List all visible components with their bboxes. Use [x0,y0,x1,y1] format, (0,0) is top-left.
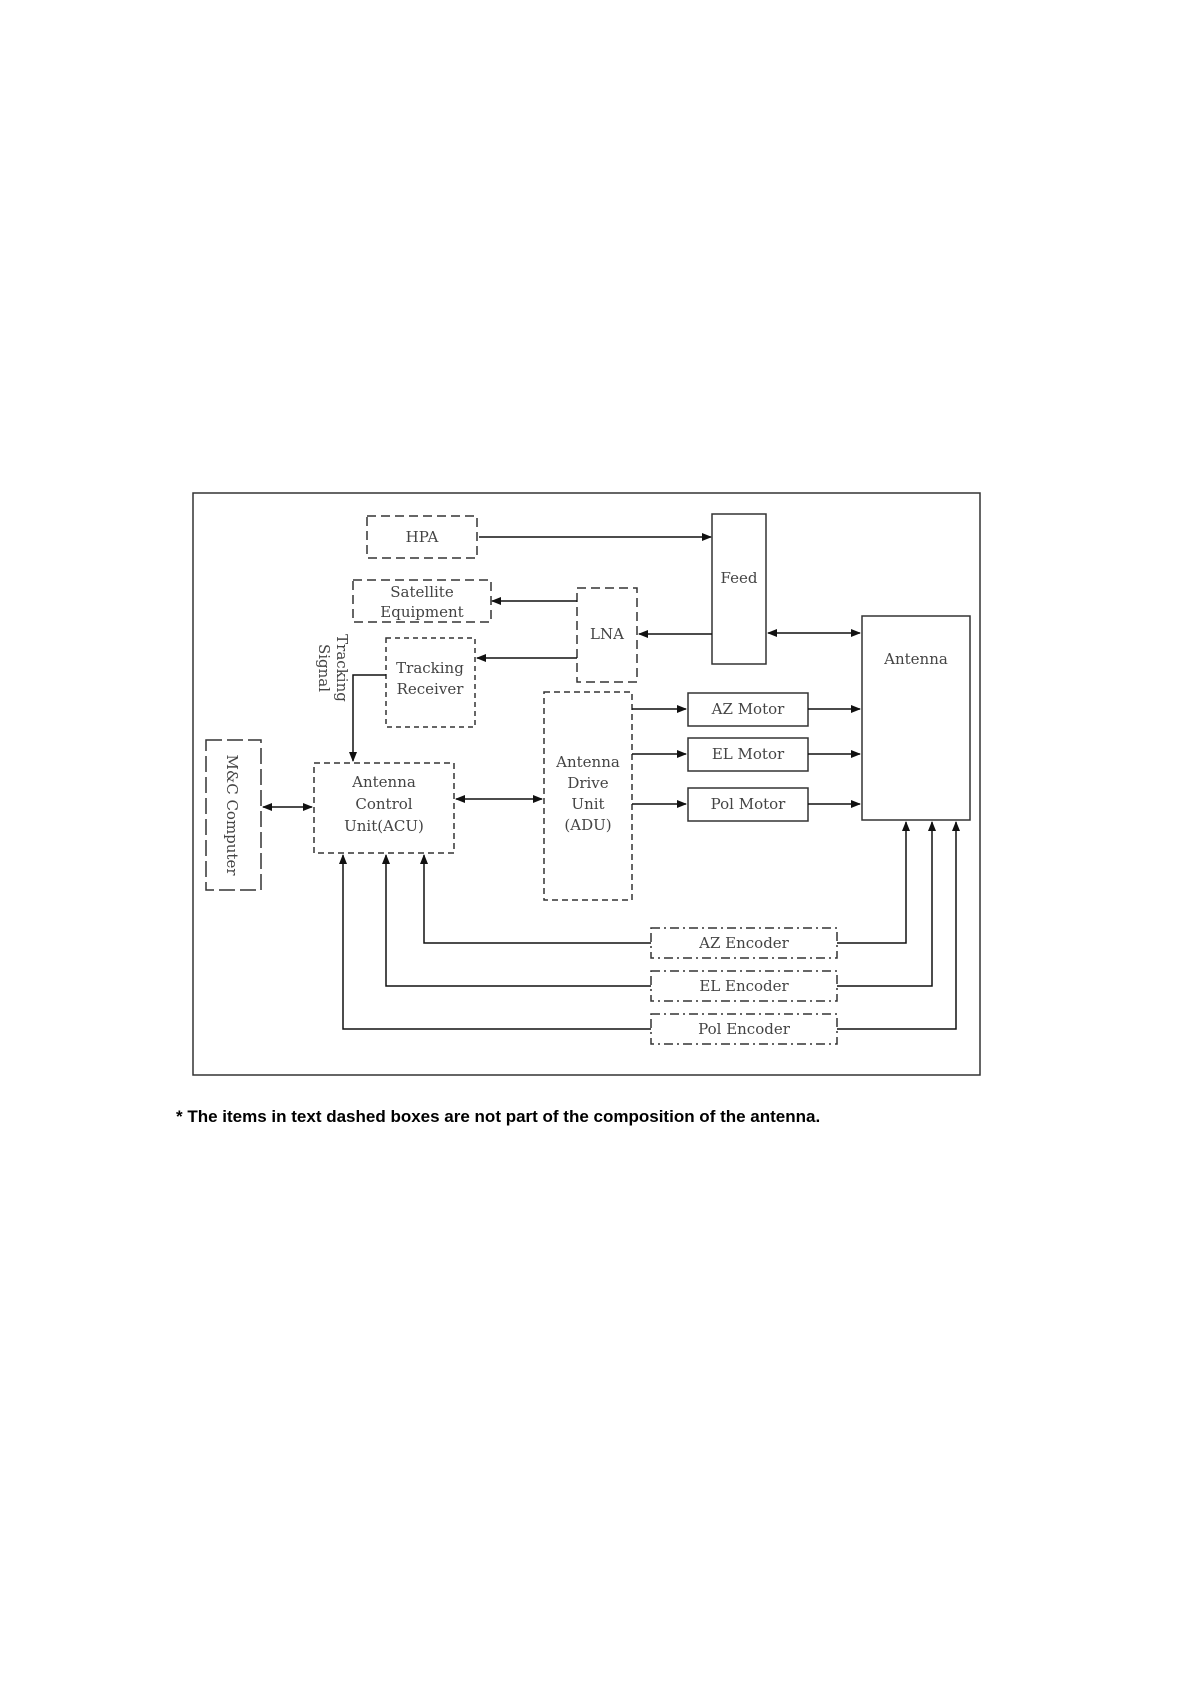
lna-label: LNA [590,625,624,643]
tracking-signal-label-line2: Signal [315,644,333,692]
tracking-receiver-label-line2: Receiver [397,680,465,698]
adu-label-line1: Antenna [555,753,620,771]
line-az-encoder-to-acu [424,855,651,943]
adu-label-line4: (ADU) [564,816,611,834]
pol-motor-block: Pol Motor [688,788,808,821]
footnote: * The items in text dashed boxes are not… [176,1107,820,1127]
line-tracking-signal [353,675,386,761]
tracking-receiver-block: Tracking Receiver [386,638,475,727]
line-pol-encoder-to-antenna [837,822,956,1029]
el-encoder-block: EL Encoder [651,971,837,1001]
line-el-encoder-to-antenna [837,822,932,986]
acu-label-line3: Unit(ACU) [344,817,424,835]
line-az-encoder-to-antenna [837,822,906,943]
tracking-receiver-label-line1: Tracking [396,659,464,677]
acu-label-line2: Control [355,795,412,813]
el-motor-label: EL Motor [712,745,785,763]
az-motor-block: AZ Motor [688,693,808,726]
hpa-label: HPA [406,528,439,546]
mc-computer-block: M&C Computer [206,740,261,890]
el-encoder-label: EL Encoder [699,977,789,995]
pol-encoder-label: Pol Encoder [698,1020,791,1038]
antenna-block: Antenna [862,616,970,820]
az-encoder-label: AZ Encoder [698,934,790,952]
az-motor-label: AZ Motor [711,700,785,718]
satellite-equipment-label-line1: Satellite [390,583,454,601]
tracking-signal-label-line1: Tracking [333,634,351,702]
adu-label-line2: Drive [567,774,608,792]
el-motor-block: EL Motor [688,738,808,771]
satellite-equipment-label-line2: Equipment [380,603,463,621]
adu-label-line3: Unit [571,795,604,813]
pol-encoder-block: Pol Encoder [651,1014,837,1044]
lna-block: LNA [577,588,637,682]
feed-label: Feed [721,569,758,587]
mc-computer-label: M&C Computer [223,754,241,876]
adu-block: Antenna Drive Unit (ADU) [544,692,632,900]
acu-label-line1: Antenna [351,773,416,791]
acu-block: Antenna Control Unit(ACU) [314,763,454,853]
antenna-label: Antenna [883,650,948,668]
satellite-equipment-block: Satellite Equipment [353,580,491,622]
feed-block: Feed [712,514,766,664]
pol-motor-label: Pol Motor [711,795,787,813]
hpa-block: HPA [367,516,477,558]
az-encoder-block: AZ Encoder [651,928,837,958]
tracking-signal-label: Tracking Signal [315,634,351,702]
line-el-encoder-to-acu [386,855,651,986]
line-pol-encoder-to-acu [343,855,651,1029]
